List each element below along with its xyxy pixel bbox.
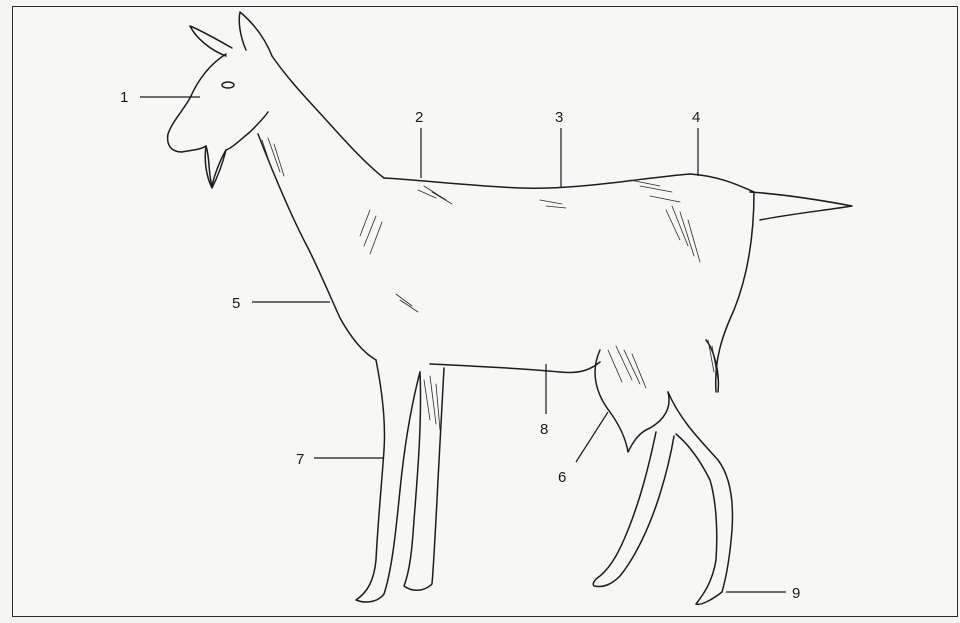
label-9: 9 xyxy=(792,585,800,602)
goat-hindleg-near xyxy=(668,392,732,604)
label-1: 1 xyxy=(120,89,128,106)
label-4: 4 xyxy=(692,109,700,126)
goat-ear-front xyxy=(239,12,272,56)
goat-tail xyxy=(750,192,852,220)
goat-foreleg-front xyxy=(356,360,400,602)
goat-eye xyxy=(222,82,234,88)
goat-ear-back xyxy=(190,26,232,56)
goat-hindleg-far xyxy=(593,432,674,587)
label-8: 8 xyxy=(540,421,548,438)
goat-belly xyxy=(430,362,600,373)
goat-neck-front xyxy=(258,134,376,360)
goat-illustration xyxy=(168,12,852,604)
label-7: 7 xyxy=(296,451,304,468)
leader-6 xyxy=(576,412,608,462)
goat-topline xyxy=(384,174,754,192)
goat-foreleg-back xyxy=(404,368,444,590)
label-2: 2 xyxy=(415,109,423,126)
goat-rump-back xyxy=(716,192,754,392)
leader-lines xyxy=(140,97,786,592)
label-5: 5 xyxy=(232,295,240,312)
goat-beard xyxy=(205,146,226,188)
goat-udder xyxy=(595,350,669,452)
goat-head xyxy=(168,54,268,186)
goat-neck-back xyxy=(272,56,384,178)
goat-shading xyxy=(262,138,718,430)
label-6: 6 xyxy=(558,469,566,486)
label-3: 3 xyxy=(555,109,563,126)
